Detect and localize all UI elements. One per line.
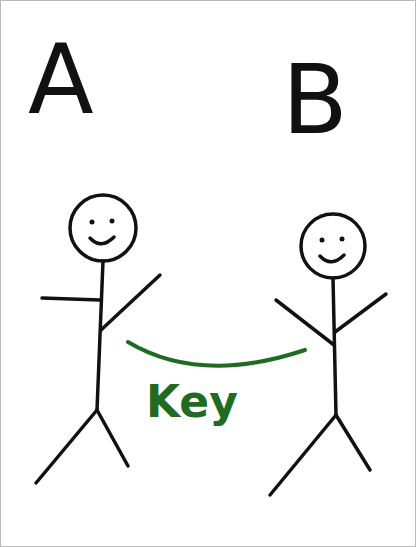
link-label: Key bbox=[146, 380, 238, 424]
person-label: A bbox=[28, 32, 94, 128]
key-link bbox=[128, 342, 305, 366]
person-label: B bbox=[282, 52, 348, 148]
